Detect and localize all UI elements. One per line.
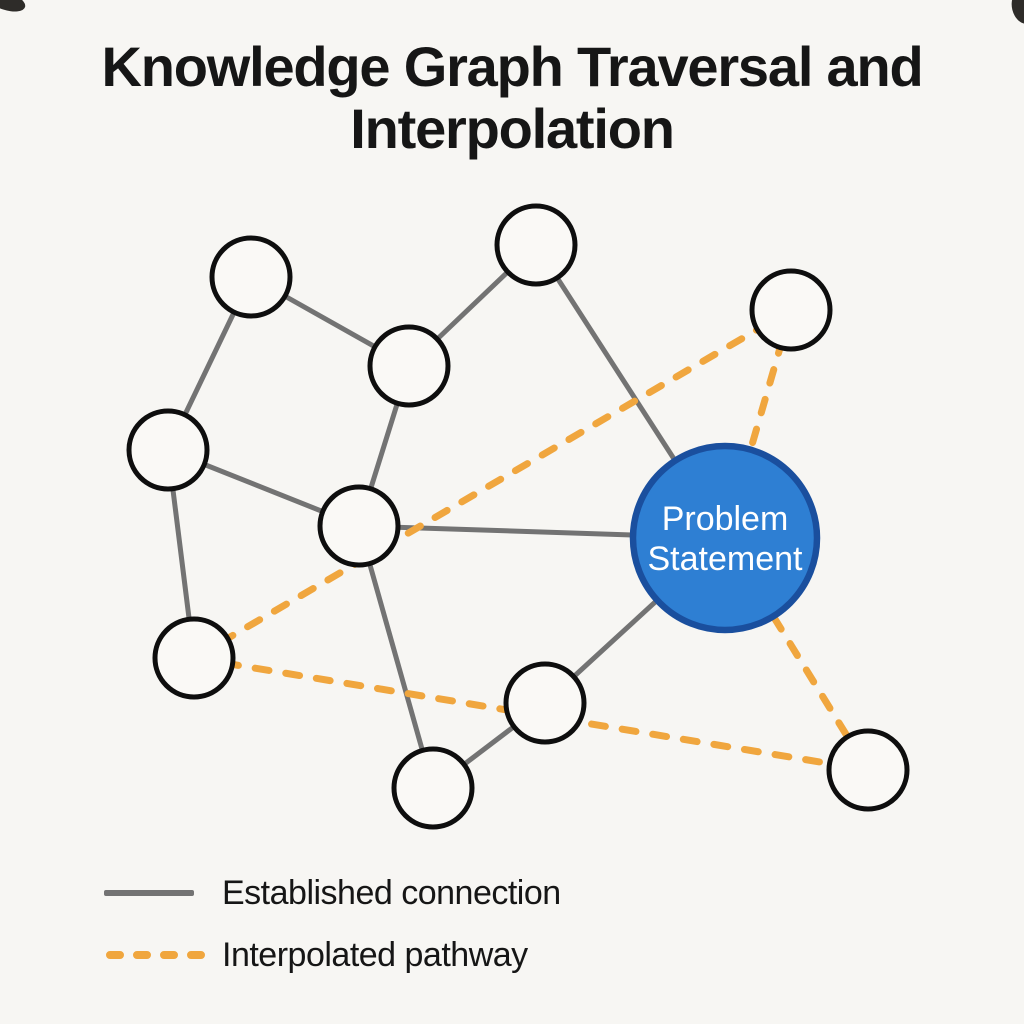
graph-node-bottom-center xyxy=(503,661,587,745)
page-title: Knowledge Graph Traversal and Interpolat… xyxy=(0,36,1024,160)
legend: Established connection Interpolated path… xyxy=(104,872,561,976)
graph-node-left xyxy=(126,408,210,492)
graph-node-top-right xyxy=(749,268,833,352)
graph-edge-center--bottom-solid xyxy=(356,525,436,789)
graph-node-top-center xyxy=(494,203,578,287)
graph-node-bottom-right xyxy=(826,728,910,812)
graph-node-bottom xyxy=(391,746,475,830)
graph-node-problem-statement xyxy=(629,442,821,634)
graph-node-mid-upper xyxy=(367,324,451,408)
graph-node-problem-statement-label-line2: Statement xyxy=(648,540,804,578)
graph-node-top-left xyxy=(209,235,293,319)
graph-edge-lower-left--top-right-dashed xyxy=(190,306,795,662)
page-title-line1: Knowledge Graph Traversal and xyxy=(101,35,923,98)
graph-node-lower-left xyxy=(152,616,236,700)
page-title-line2: Interpolation xyxy=(350,97,675,160)
dashed-line-icon xyxy=(106,951,215,959)
solid-gray-line-swatch xyxy=(104,890,222,896)
legend-label-interpolated: Interpolated pathway xyxy=(222,935,528,974)
legend-label-established: Established connection xyxy=(222,873,561,912)
graph-node-center xyxy=(317,484,401,568)
dashed-orange-line-swatch xyxy=(104,949,222,961)
legend-row-established: Established connection xyxy=(104,872,561,914)
graph-node-problem-statement-label-line1: Problem xyxy=(662,500,789,538)
legend-row-interpolated: Interpolated pathway xyxy=(104,934,561,976)
solid-line-icon xyxy=(104,890,194,896)
